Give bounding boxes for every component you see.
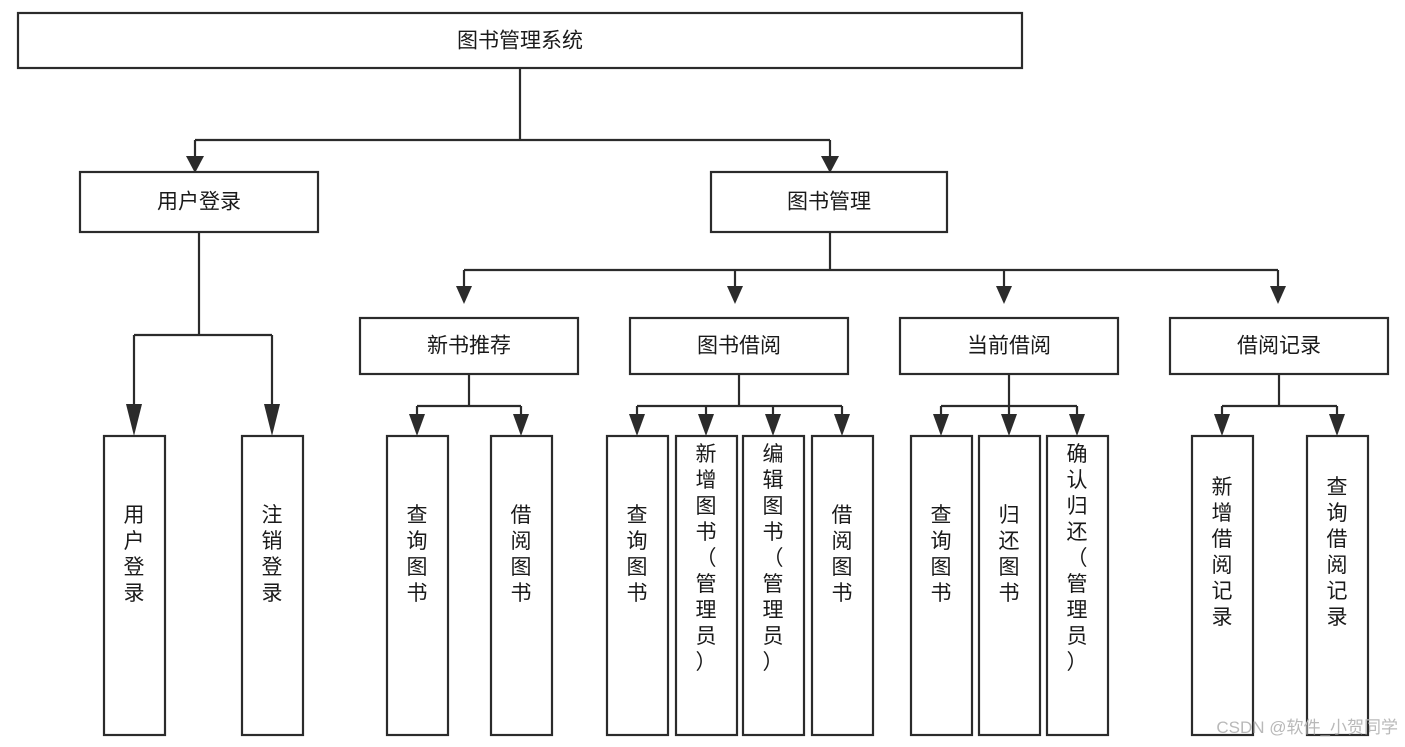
arrow-borrowrecord-leaf2 [1329, 414, 1345, 436]
arrow-bookborrow-leaf2 [698, 414, 714, 436]
leaf-user-login-logout[interactable]: 注销登录 [240, 434, 305, 737]
leaf-current-borrow-confirm[interactable]: 确认归还（管理员） [1045, 434, 1110, 737]
node-book-manage-box[interactable] [709, 170, 949, 234]
arrow-to-new-book [456, 286, 472, 304]
leaf-current-borrow-confirm-box[interactable] [1045, 434, 1110, 737]
leaf-book-borrow-borrow-box[interactable] [810, 434, 875, 737]
leaf-book-borrow-edit-box[interactable] [741, 434, 806, 737]
node-user-login-label: 用户登录 [157, 191, 241, 214]
leaf-borrow-record-query-box[interactable] [1305, 434, 1370, 737]
leaf-user-login-login-label: 用户登录 [124, 504, 145, 605]
leaf-user-login-logout-label: 注销登录 [262, 504, 283, 605]
leaf-current-borrow-return-label: 归还图书 [999, 504, 1020, 605]
leaf-book-borrow-query-label: 查询图书 [627, 504, 648, 605]
leaf-book-borrow-edit-label: 编辑图书（管理员） [763, 443, 784, 674]
leaf-book-borrow-edit[interactable]: 编辑图书（管理员） [741, 434, 806, 737]
leaf-book-borrow-query-box[interactable] [605, 434, 670, 737]
leaf-new-book-borrow[interactable]: 借阅图书 [489, 434, 554, 737]
node-root-library-system[interactable]: 图书管理系统 [16, 11, 1024, 70]
node-user-login[interactable]: 用户登录 [78, 170, 320, 234]
watermark-label: CSDN @软件_小贺同学 [1216, 718, 1398, 737]
leaf-current-borrow-query-box[interactable] [909, 434, 974, 737]
leaf-user-login-logout-box[interactable] [240, 434, 305, 737]
leaf-new-book-query[interactable]: 查询图书 [385, 434, 450, 737]
node-borrow-record-box[interactable] [1168, 316, 1390, 376]
arrow-root-to-user-login [186, 156, 204, 173]
leaf-new-book-query-box[interactable] [385, 434, 450, 737]
leaf-book-borrow-borrow-label: 借阅图书 [832, 504, 853, 605]
leaf-new-book-borrow-box[interactable] [489, 434, 554, 737]
leaf-new-book-query-label: 查询图书 [407, 504, 428, 605]
leaf-book-borrow-borrow[interactable]: 借阅图书 [810, 434, 875, 737]
leaf-current-borrow-return-box[interactable] [977, 434, 1042, 737]
arrow-bookborrow-leaf3 [765, 414, 781, 436]
arrow-borrowrecord-leaf1 [1214, 414, 1230, 436]
arrow-userlogin-leaf1 [126, 404, 142, 436]
leaf-borrow-record-query[interactable]: 查询借阅记录 [1305, 434, 1370, 737]
arrow-bookborrow-leaf1 [629, 414, 645, 436]
node-borrow-record[interactable]: 借阅记录 [1168, 316, 1390, 376]
node-new-book-recommend[interactable]: 新书推荐 [358, 316, 580, 376]
leaf-book-borrow-add-box[interactable] [674, 434, 739, 737]
node-current-borrow-box[interactable] [898, 316, 1120, 376]
leaf-book-borrow-query[interactable]: 查询图书 [605, 434, 670, 737]
arrow-userlogin-leaf2 [264, 404, 280, 436]
node-book-borrow[interactable]: 图书借阅 [628, 316, 850, 376]
arrow-to-current-borrow [996, 286, 1012, 304]
leaf-new-book-borrow-label: 借阅图书 [511, 504, 532, 605]
node-book-borrow-label: 图书借阅 [697, 335, 781, 358]
node-book-borrow-box[interactable] [628, 316, 850, 376]
arrow-to-borrow-record [1270, 286, 1286, 304]
arrow-currentborrow-leaf2 [1001, 414, 1017, 436]
leaf-current-borrow-query[interactable]: 查询图书 [909, 434, 974, 737]
leaf-current-borrow-confirm-label: 确认归还（管理员） [1067, 443, 1088, 674]
arrow-root-to-book-manage [821, 156, 839, 173]
node-book-manage[interactable]: 图书管理 [709, 170, 949, 234]
connector-layer [126, 68, 1345, 436]
arrow-newbook-leaf1 [409, 414, 425, 436]
node-current-borrow[interactable]: 当前借阅 [898, 316, 1120, 376]
leaf-book-borrow-add[interactable]: 新增图书（管理员） [674, 434, 739, 737]
node-root-box[interactable] [16, 11, 1024, 70]
arrow-newbook-leaf2 [513, 414, 529, 436]
node-book-manage-label: 图书管理 [787, 191, 871, 214]
arrow-bookborrow-leaf4 [834, 414, 850, 436]
leaf-user-login-login[interactable]: 用户登录 [102, 434, 167, 737]
leaf-borrow-record-query-label: 查询借阅记录 [1327, 476, 1348, 629]
arrow-currentborrow-leaf1 [933, 414, 949, 436]
leaf-current-borrow-query-label: 查询图书 [931, 504, 952, 605]
node-root-label: 图书管理系统 [457, 30, 583, 53]
arrow-to-book-borrow [727, 286, 743, 304]
leaf-borrow-record-add-box[interactable] [1190, 434, 1255, 737]
node-new-book-recommend-label: 新书推荐 [427, 335, 511, 358]
node-user-login-box[interactable] [78, 170, 320, 234]
leaf-borrow-record-add-label: 新增借阅记录 [1212, 476, 1233, 629]
node-new-book-recommend-box[interactable] [358, 316, 580, 376]
leaf-book-borrow-add-label: 新增图书（管理员） [696, 443, 717, 674]
node-borrow-record-label: 借阅记录 [1237, 335, 1321, 358]
leaf-current-borrow-return[interactable]: 归还图书 [977, 434, 1042, 737]
leaf-user-login-login-box[interactable] [102, 434, 167, 737]
arrow-currentborrow-leaf3 [1069, 414, 1085, 436]
leaf-borrow-record-add[interactable]: 新增借阅记录 [1190, 434, 1255, 737]
node-current-borrow-label: 当前借阅 [967, 335, 1051, 358]
